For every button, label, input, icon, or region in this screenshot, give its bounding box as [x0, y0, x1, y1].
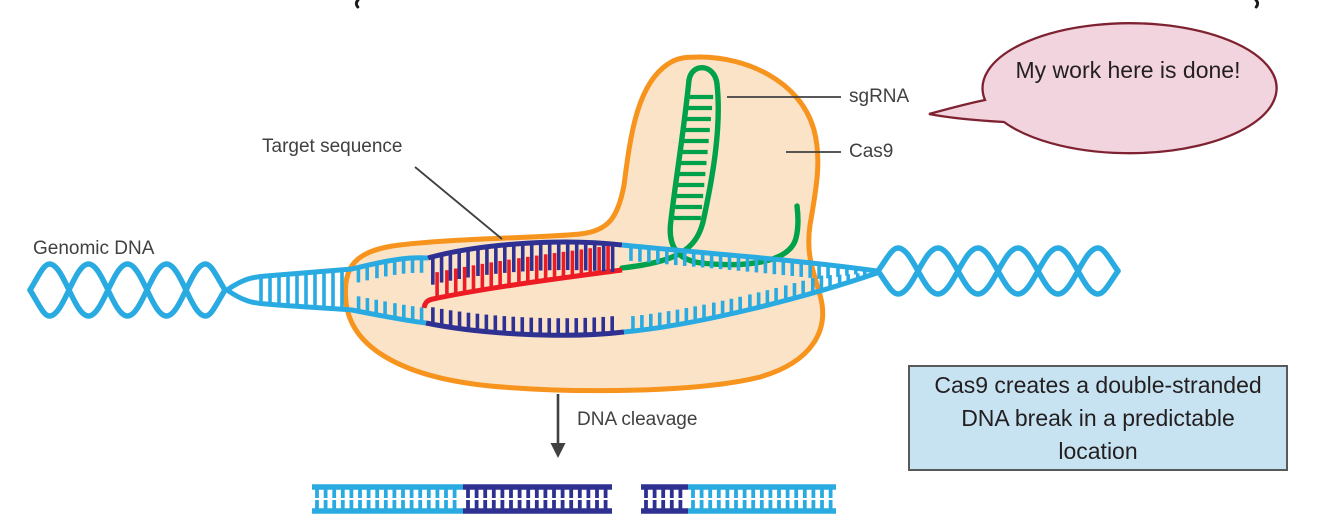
target-sequence-top: [427, 239, 623, 261]
info-box-text: Cas9 creates a double-stranded DNA break…: [934, 371, 1262, 464]
genomic-dna-strands: [27, 239, 1121, 338]
target-sequence-leader-line: [414, 166, 503, 240]
target-sequence-label: Target sequence: [262, 136, 403, 157]
down-arrow-icon: [550, 394, 566, 458]
speech-bubble-icon: [928, 22, 1278, 155]
bottom-strand-right: [623, 270, 878, 335]
cas9-label: Cas9: [849, 141, 894, 162]
dna-cleavage-label: DNA cleavage: [577, 409, 698, 430]
cropped-paren-right: [1254, 0, 1260, 9]
dna-ladder-rungs: [259, 270, 344, 310]
top-strand-right: [621, 242, 878, 274]
cropped-paren-left: [354, 0, 360, 9]
dna-helix-right: [875, 245, 1121, 297]
base-pair-teeth: [356, 244, 867, 334]
cas9-protein-body: [342, 54, 826, 394]
cleaved-dna-fragments: [312, 484, 836, 514]
sgrna-label: sgRNA: [849, 86, 910, 107]
sgrna-spacer-red: [421, 267, 623, 309]
sgrna-strand-to-target: [619, 81, 721, 271]
top-strand-left: [225, 255, 429, 293]
speech-bubble-text: My work here is done!: [1015, 57, 1241, 83]
genomic-dna-label: Genomic DNA: [33, 238, 155, 259]
bottom-strand-left: [225, 287, 427, 326]
dna-helix-left: [27, 261, 228, 319]
target-sequence-bottom: [425, 320, 625, 338]
sgrna-rungs: [673, 94, 714, 221]
info-box: Cas9 creates a double-stranded DNA break…: [908, 365, 1288, 471]
